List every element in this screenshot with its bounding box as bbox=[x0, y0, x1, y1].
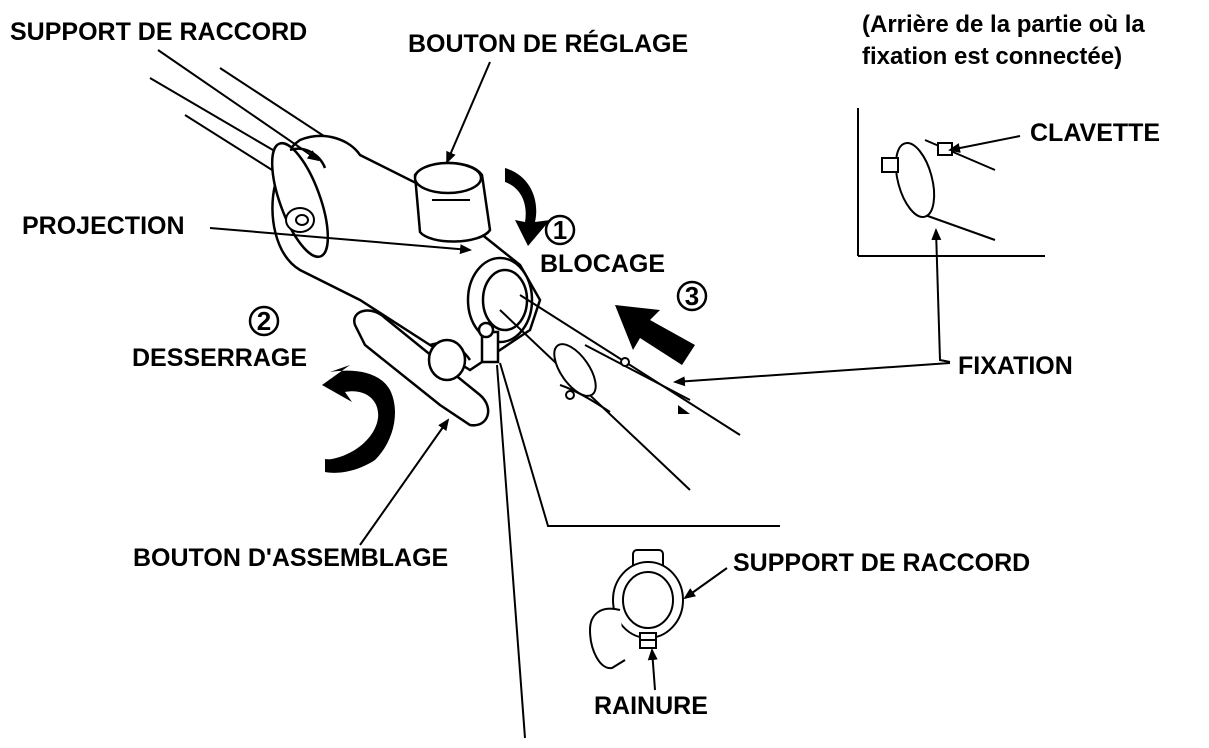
step-2-number: 2 bbox=[257, 306, 271, 336]
step-3-number: 3 bbox=[685, 281, 699, 311]
label-note-line1: (Arrière de la partie où la bbox=[862, 11, 1145, 38]
leader-bouton-assemblage bbox=[359, 418, 450, 546]
blocage-arrow bbox=[505, 168, 550, 246]
main-shaft bbox=[149, 67, 331, 176]
assembly-knob bbox=[353, 309, 490, 427]
inset-shaft bbox=[881, 139, 996, 241]
label-support-de-raccord-top: SUPPORT DE RACCORD bbox=[10, 18, 307, 46]
leader-fixation-inset bbox=[931, 228, 951, 363]
label-fixation: FIXATION bbox=[958, 352, 1073, 380]
label-rainure: RAINURE bbox=[594, 692, 708, 720]
leader-clavette bbox=[948, 135, 1021, 153]
step-2-badge: 2 bbox=[248, 305, 280, 337]
leader-fixation-main bbox=[673, 362, 951, 387]
desserrage-arrow bbox=[322, 365, 395, 473]
leader-groove-long bbox=[496, 364, 526, 739]
label-clavette: CLAVETTE bbox=[1030, 119, 1160, 147]
adjustment-knob bbox=[413, 161, 492, 243]
leader-rainure-callout bbox=[499, 362, 780, 527]
leader-rainure bbox=[647, 648, 658, 691]
step-1-badge: 1 bbox=[544, 214, 576, 246]
label-support-de-raccord-bottom: SUPPORT DE RACCORD bbox=[733, 549, 1030, 577]
leader-support-bottom bbox=[683, 567, 728, 600]
leader-projection bbox=[209, 227, 472, 255]
step-1-number: 1 bbox=[553, 215, 567, 245]
clamp-ring bbox=[466, 256, 534, 364]
leader-bouton-reglage bbox=[446, 61, 491, 164]
leader-support-top bbox=[157, 49, 320, 162]
label-desserrage: DESSERRAGE bbox=[132, 344, 307, 372]
step-3-badge: 3 bbox=[676, 280, 708, 312]
label-note-line2: fixation est connectée) bbox=[862, 43, 1122, 70]
attachment-shaft bbox=[499, 294, 741, 491]
insertion-arrow bbox=[615, 305, 695, 365]
leader-lines bbox=[157, 49, 1021, 739]
side-screw bbox=[285, 207, 315, 233]
label-bouton-de-reglage: BOUTON DE RÉGLAGE bbox=[408, 29, 688, 58]
joint-support-detail bbox=[588, 549, 684, 670]
label-bouton-d-assemblage: BOUTON D'ASSEMBLAGE bbox=[133, 544, 448, 572]
label-blocage: BLOCAGE bbox=[540, 250, 665, 278]
label-projection: PROJECTION bbox=[22, 212, 185, 240]
inset-box bbox=[857, 108, 1045, 257]
